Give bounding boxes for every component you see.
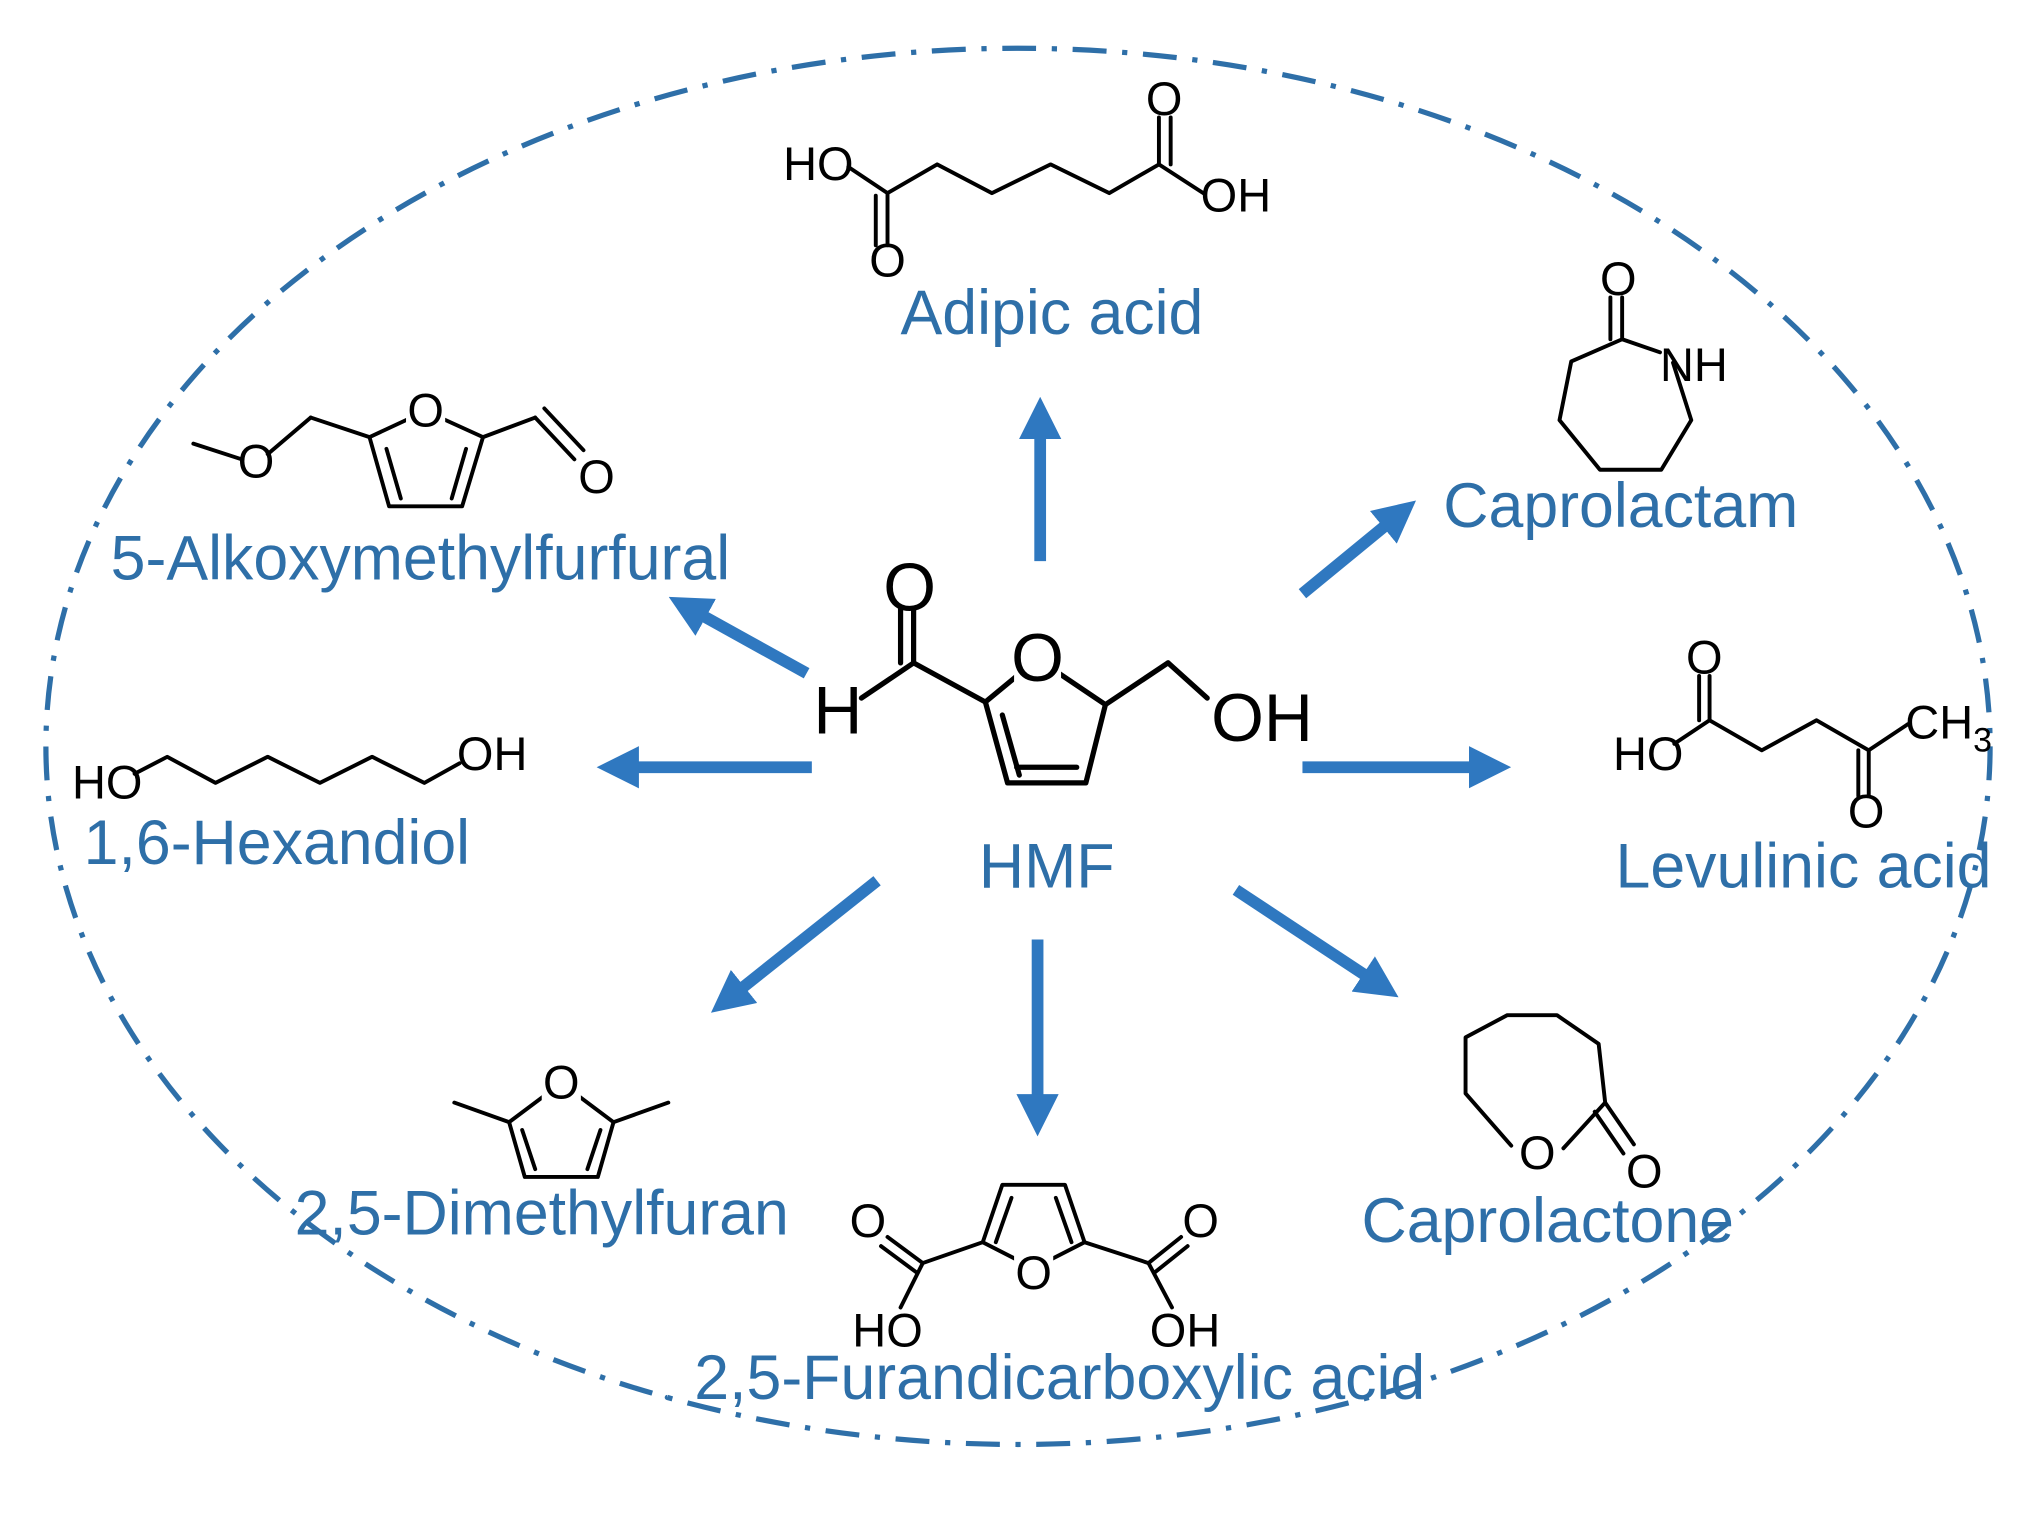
hexandiol-structure: HO OH xyxy=(72,727,527,809)
fdca-ring-oxygen: O xyxy=(1015,1246,1052,1299)
reaction-arrows xyxy=(596,396,1512,1137)
levulinic-acid-structure: O HO CH3 O xyxy=(1613,630,1992,837)
adipic-o-bottom: O xyxy=(869,234,906,287)
hmf-structure: O O H OH xyxy=(813,551,1313,786)
fdca-left-hydroxyl: HO xyxy=(852,1304,922,1357)
hmf-hydroxyl: OH xyxy=(1211,681,1313,756)
caprolactam-oxygen: O xyxy=(1600,252,1637,305)
hmf-hydrogen: H xyxy=(813,673,862,748)
hmf-ring-oxygen: O xyxy=(1011,621,1064,696)
amf-ring-oxygen: O xyxy=(407,384,444,437)
adipic-oh: OH xyxy=(1201,168,1271,221)
dimethylfuran-oxygen: O xyxy=(543,1056,580,1109)
caprolactone-label: Caprolactone xyxy=(1362,1186,1735,1256)
caprolactam-label: Caprolactam xyxy=(1443,471,1798,541)
hmf-label: HMF xyxy=(979,831,1115,901)
fdca-right-carbonyl-oxygen: O xyxy=(1182,1194,1219,1247)
levulinic-ch: CH3 xyxy=(1905,696,1992,760)
caprolactam-nh: NH xyxy=(1660,338,1728,391)
arrow-to-alkoxymethylfurfural xyxy=(668,596,810,679)
caprolactone-structure: O O xyxy=(1463,1013,1663,1197)
arrow-to-caprolactam xyxy=(1298,500,1417,599)
adipic-o-top: O xyxy=(1146,72,1183,125)
dimethylfuran-structure: O xyxy=(452,1056,671,1179)
adipic-acid-label: Adipic acid xyxy=(900,278,1203,348)
adipic-acid-structure: HO O O OH xyxy=(783,72,1271,287)
levulinic-ho: HO xyxy=(1613,727,1683,780)
caprolactam-structure: O NH xyxy=(1557,252,1728,472)
hexandiol-label: 1,6-Hexandiol xyxy=(84,808,470,878)
hexandiol-ho: HO xyxy=(72,756,142,809)
arrow-to-dimethylfuran xyxy=(710,876,881,1013)
boundary-ellipse xyxy=(43,45,1993,1448)
hmf-aldehyde-oxygen: O xyxy=(883,551,936,626)
caprolactone-ring-oxygen: O xyxy=(1519,1126,1556,1179)
arrow-to-caprolactone xyxy=(1232,884,1399,998)
alkoxymethylfurfural-structure: O O O xyxy=(191,384,615,509)
levulinic-acid-label: Levulinic acid xyxy=(1616,831,1992,901)
fdca-structure: O O O HO OH xyxy=(850,1182,1220,1357)
alkoxymethylfurfural-label: 5-Alkoxymethylfurfural xyxy=(111,523,731,593)
dimethylfuran-label: 2,5-Dimethylfuran xyxy=(295,1178,789,1248)
amf-aldehyde-oxygen: O xyxy=(578,450,615,503)
levulinic-o-top: O xyxy=(1686,630,1723,683)
hexandiol-oh: OH xyxy=(457,727,527,780)
adipic-ho: HO xyxy=(783,137,853,190)
caprolactone-carbonyl-oxygen: O xyxy=(1626,1144,1663,1197)
fdca-left-carbonyl-oxygen: O xyxy=(850,1194,887,1247)
fdca-right-hydroxyl: OH xyxy=(1150,1304,1220,1357)
amf-ether-oxygen: O xyxy=(238,435,275,488)
fdca-label: 2,5-Furandicarboxylic acid xyxy=(694,1343,1425,1413)
levulinic-o-bottom: O xyxy=(1848,784,1885,837)
